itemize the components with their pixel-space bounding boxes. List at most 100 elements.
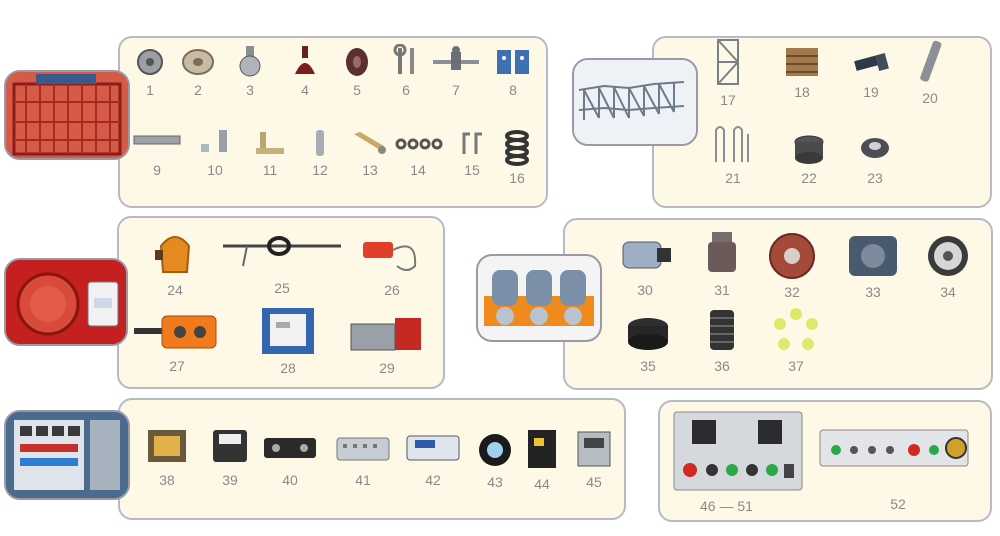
- rail-bar-icon: [133, 135, 181, 145]
- slider-block-icon: [497, 50, 529, 74]
- pin-icon: [316, 130, 324, 156]
- cable-icon: [223, 236, 341, 267]
- part-8[interactable]: 8: [486, 44, 540, 98]
- part-number: 35: [640, 358, 656, 374]
- control-box-icon: [262, 308, 314, 354]
- part-number: 30: [637, 282, 653, 298]
- washers-icon: [395, 138, 443, 150]
- part-32[interactable]: 32: [762, 230, 822, 300]
- part-6[interactable]: 6: [379, 44, 433, 98]
- part-31[interactable]: 31: [695, 228, 749, 298]
- part-36[interactable]: 36: [695, 306, 749, 374]
- hoist-cage-thumbnail: [4, 70, 130, 160]
- part-14[interactable]: 14: [391, 128, 445, 178]
- part-4[interactable]: 4: [278, 44, 332, 98]
- part-19[interactable]: 19: [844, 46, 898, 100]
- part-number: 3: [246, 82, 254, 98]
- mast-tower-thumbnail: [572, 58, 698, 146]
- part-number: 44: [534, 476, 550, 492]
- part-1[interactable]: 1: [123, 44, 177, 98]
- u-bolt-icon: [715, 126, 749, 162]
- part-29[interactable]: 29: [347, 312, 427, 376]
- part-22[interactable]: 22: [782, 132, 836, 186]
- part-number: 23: [867, 170, 883, 186]
- controller-board-icon: [406, 435, 460, 461]
- part-number: 1: [146, 82, 154, 98]
- part-number: 2: [194, 82, 202, 98]
- part-26[interactable]: 26: [357, 228, 427, 298]
- control-cabinet-thumbnail: [4, 410, 130, 500]
- part-40[interactable]: 40: [260, 428, 320, 488]
- part-number: 37: [788, 358, 804, 374]
- part-13[interactable]: 13: [343, 128, 397, 178]
- brake-unit-icon: [350, 318, 421, 351]
- hook-pin-icon: [462, 132, 482, 154]
- range-start: 46: [700, 498, 716, 514]
- part-number: 21: [725, 170, 741, 186]
- sleeve-icon: [794, 135, 824, 164]
- pendant-control-icon: [134, 315, 217, 349]
- part-3[interactable]: 3: [223, 44, 277, 98]
- part-number: 43: [487, 474, 503, 490]
- part-11[interactable]: 11: [243, 128, 297, 178]
- drive-unit-thumbnail: [476, 254, 602, 342]
- part-45[interactable]: 45: [567, 428, 621, 490]
- part-number: 4: [301, 82, 309, 98]
- part-17[interactable]: 17: [701, 38, 755, 108]
- transformer-icon: [148, 430, 186, 462]
- part-7[interactable]: 7: [429, 44, 483, 98]
- part-16[interactable]: 16: [490, 128, 544, 186]
- gear-housing-icon: [708, 232, 736, 272]
- part-30[interactable]: 30: [615, 234, 675, 298]
- part-18[interactable]: 18: [775, 42, 829, 100]
- part-34[interactable]: 34: [921, 232, 975, 300]
- part-number: 14: [410, 162, 426, 178]
- part-20[interactable]: 20: [903, 38, 957, 106]
- nut-icon: [861, 138, 889, 158]
- indicator-light-icon: [479, 434, 511, 466]
- panel-mast-parts: [652, 36, 992, 208]
- part-number: 9: [153, 162, 161, 178]
- button-panel-52[interactable]: [818, 428, 970, 468]
- part-number: 31: [714, 282, 730, 298]
- part-41[interactable]: 41: [333, 430, 393, 488]
- part-2[interactable]: 2: [171, 44, 225, 98]
- part-23[interactable]: 23: [848, 132, 902, 186]
- part-number: 40: [282, 472, 298, 488]
- gearbox-cover-icon: [849, 236, 897, 276]
- part-15[interactable]: 15: [445, 128, 499, 178]
- part-number: 29: [379, 360, 395, 376]
- part-44[interactable]: 44: [515, 426, 569, 492]
- part-number: 28: [280, 360, 296, 376]
- part-33[interactable]: 33: [843, 230, 903, 300]
- terminal-block-icon: [336, 437, 390, 461]
- part-24[interactable]: 24: [148, 228, 202, 298]
- rectifier-module-icon: [264, 438, 316, 458]
- elastic-spider-icon: [774, 308, 818, 350]
- part-9[interactable]: 9: [130, 128, 184, 178]
- part-35[interactable]: 35: [620, 312, 676, 374]
- safety-device-image: [6, 260, 126, 344]
- part-21[interactable]: 21: [706, 122, 760, 186]
- cam-lever-icon: [354, 132, 386, 154]
- flange-icon: [769, 233, 815, 279]
- part-number: 38: [159, 472, 175, 488]
- part-42[interactable]: 42: [401, 428, 465, 488]
- part-12[interactable]: 12: [293, 128, 347, 178]
- part-5[interactable]: 5: [330, 44, 384, 98]
- part-25[interactable]: 25: [217, 226, 347, 296]
- contactor-icon: [213, 430, 247, 462]
- safety-device-icon: [155, 236, 191, 273]
- part-10[interactable]: 10: [188, 128, 242, 178]
- operation-console-46-51[interactable]: [672, 410, 804, 492]
- part-number: 10: [207, 162, 223, 178]
- part-39[interactable]: 39: [205, 424, 255, 488]
- part-38[interactable]: 38: [142, 424, 192, 488]
- part-37[interactable]: 37: [771, 306, 821, 374]
- part-28[interactable]: 28: [258, 306, 318, 376]
- coupling-icon: [628, 318, 668, 350]
- part-27[interactable]: 27: [132, 310, 222, 374]
- part-43[interactable]: 43: [468, 430, 522, 490]
- part-number: 16: [509, 170, 525, 186]
- part-number: 7: [452, 82, 460, 98]
